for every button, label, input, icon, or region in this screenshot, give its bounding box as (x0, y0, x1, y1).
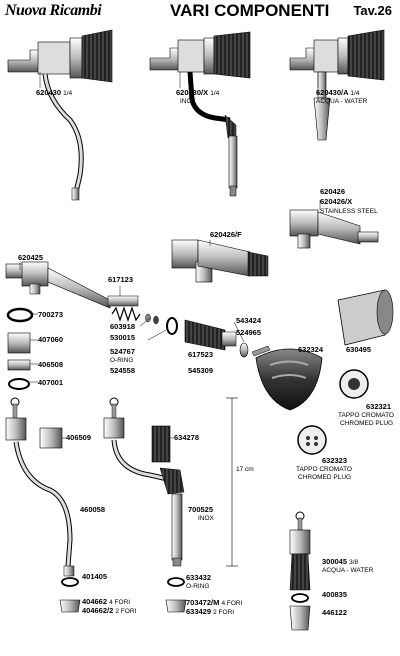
stem-617523 (184, 319, 237, 351)
washer-545309 (239, 342, 249, 358)
sleeve-634278 (151, 425, 171, 463)
part-label: 407060 (38, 335, 64, 344)
part-label: 524767 (110, 347, 136, 356)
part-desc: INOX (180, 98, 196, 105)
part-label: 406509 (66, 433, 92, 442)
part-desc: O-RING (186, 583, 210, 590)
part-label: 401405 (82, 572, 108, 581)
knob-630495 (337, 289, 394, 346)
pipe-700525 (103, 397, 185, 567)
part-label: 406508 (38, 360, 64, 369)
part-label: 632323 (322, 456, 348, 465)
dimension-label: 17 cm (236, 466, 254, 473)
nut-406509 (39, 427, 63, 449)
part-label: 634278 (174, 433, 200, 442)
part-desc: O-RING (110, 357, 134, 364)
part-label: 633429 2 FORI (186, 607, 235, 616)
part-desc: INOX (198, 515, 214, 522)
pipe-460058 (5, 397, 75, 577)
table-number: Tav.26 (353, 3, 392, 18)
spring-603918 (111, 306, 141, 322)
part-label: 446122 (322, 608, 348, 617)
water-wand-300045 (289, 511, 311, 631)
part-label: 620430 1/4 (36, 88, 73, 97)
part-desc: CHROMED PLUG (340, 420, 394, 427)
part-label: 620426 (320, 187, 346, 196)
spindle-617123 (107, 295, 139, 307)
part-label: 460058 (80, 505, 106, 514)
part-label: 617123 (108, 275, 134, 284)
tips-middle (165, 577, 187, 613)
part-label: 632321 (366, 402, 392, 411)
part-label: 700525 (188, 505, 214, 514)
plug-632321 (339, 369, 369, 399)
part-label: 630495 (346, 345, 372, 354)
part-desc: ACQUA - WATER (322, 567, 374, 574)
part-label: 632324 (298, 345, 324, 354)
part-label: 620426/F (210, 230, 242, 239)
part-label: 400835 (322, 590, 348, 599)
part-label: 620425 (18, 253, 44, 262)
part-desc: ACQUA - WATER (316, 98, 368, 105)
part-label: 620426/X (320, 197, 353, 206)
brand-logo: Nuova Ricambi (5, 2, 102, 19)
part-label: 524558 (110, 366, 136, 375)
part-label: 545309 (188, 366, 214, 375)
small-parts (145, 313, 178, 335)
part-desc: TAPPO CROMATO (296, 466, 352, 473)
page-title: VARI COMPONENTI (170, 1, 330, 20)
part-label: 633432 (186, 573, 212, 582)
part-desc: TAPPO CROMATO (338, 412, 394, 419)
pin-543424 (251, 345, 271, 357)
steam-valve-620430x (149, 31, 251, 197)
water-valve-620430a (289, 29, 385, 141)
part-label: 524965 (236, 328, 262, 337)
tips-left (59, 577, 81, 613)
part-label: 530015 (110, 333, 136, 342)
part-label: 617523 (188, 350, 214, 359)
part-desc: CHROMED PLUG (298, 474, 352, 481)
part-label: 407001 (38, 378, 64, 387)
dimension-17cm (226, 397, 238, 567)
plug-632323 (297, 425, 327, 455)
left-stack (6, 307, 34, 390)
part-label: 404662 4 FORI (82, 597, 131, 606)
steam-valve-620430 (7, 29, 113, 201)
part-label: 300045 3/8 (322, 557, 359, 566)
leader-lines (19, 72, 321, 439)
valve-620426 (289, 209, 379, 249)
tap-body-620425 (5, 261, 111, 309)
part-label: 543424 (236, 316, 262, 325)
part-label: 404662/2 2 FORI (82, 606, 137, 615)
valve-620426f (171, 239, 269, 283)
part-label: 700273 (38, 310, 64, 319)
part-label: 603918 (110, 322, 136, 331)
part-desc: STAINLESS STEEL (320, 208, 378, 215)
part-label: 620430/A 1/4 (316, 88, 360, 97)
part-label: 620430/X 1/4 (176, 88, 220, 97)
knob-632324 (255, 348, 323, 411)
part-label: 703472/M 4 FORI (186, 598, 243, 607)
